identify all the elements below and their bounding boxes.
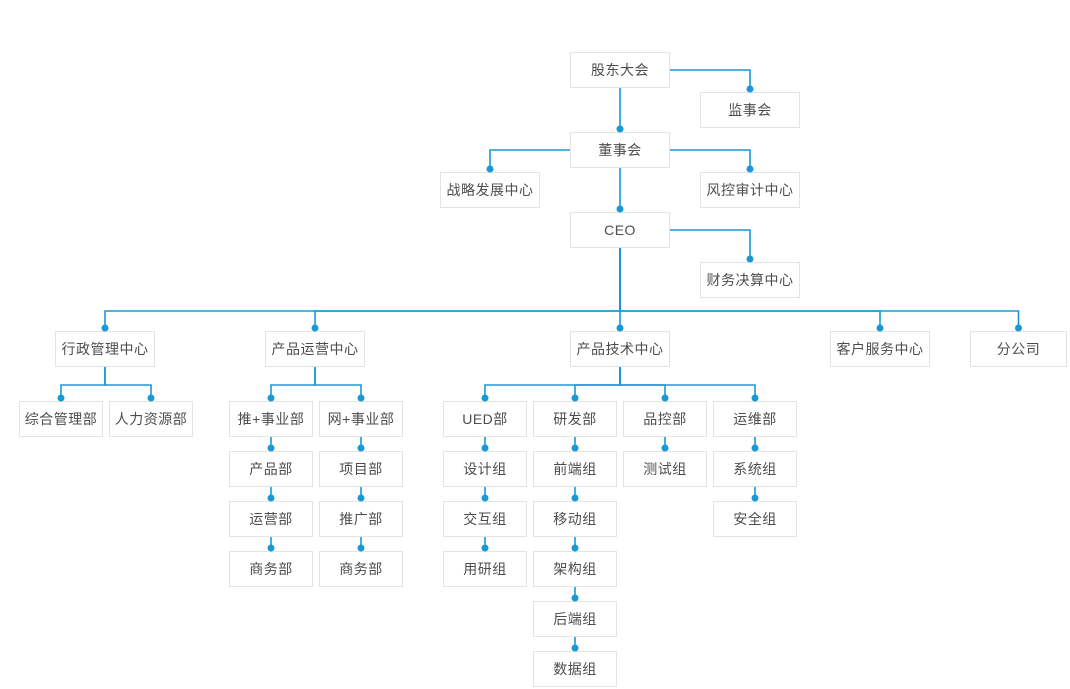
org-node-label: 品控部 <box>643 411 687 427</box>
org-node-label: CEO <box>604 222 636 238</box>
org-node-label: 财务决算中心 <box>706 272 794 288</box>
org-node-label: 研发部 <box>553 411 597 427</box>
edge-xingzheng-renli <box>104 367 152 398</box>
org-node-label: 风控审计中心 <box>706 182 794 198</box>
edge-gudong-jianshi <box>670 69 751 89</box>
org-node-label: 项目部 <box>339 461 383 477</box>
org-node-label: 客户服务中心 <box>836 341 924 357</box>
org-node-chanpin: 产品部 <box>229 451 313 487</box>
edge-xingzheng-zonghe <box>60 367 106 398</box>
edge-yunying-center-tui <box>270 367 316 398</box>
org-node-pinkong: 品控部 <box>623 401 707 437</box>
org-node-fengongsi: 分公司 <box>970 331 1067 367</box>
org-node-label: 推+事业部 <box>237 411 305 427</box>
org-node-shangwu1: 商务部 <box>229 551 313 587</box>
org-node-label: 系统组 <box>733 461 777 477</box>
org-node-ceshi: 测试组 <box>623 451 707 487</box>
org-node-kefu: 客户服务中心 <box>830 331 930 367</box>
org-node-label: 股东大会 <box>591 62 649 78</box>
edge-jishu-center-yunwei <box>619 367 756 398</box>
org-node-renli: 人力资源部 <box>109 401 193 437</box>
org-node-ceo: CEO <box>570 212 670 248</box>
org-node-label: 数据组 <box>553 661 597 677</box>
edge-jishu-center-pinkong <box>619 367 666 398</box>
org-node-label: 产品运营中心 <box>271 341 359 357</box>
org-node-tui: 推+事业部 <box>229 401 313 437</box>
edge-dongshi-fengkong <box>670 149 751 169</box>
org-node-label: 商务部 <box>249 561 293 577</box>
org-node-label: 运营部 <box>249 511 293 527</box>
org-node-label: 前端组 <box>553 461 597 477</box>
org-node-xiangmu: 项目部 <box>319 451 403 487</box>
org-node-label: 董事会 <box>598 142 642 158</box>
org-node-yunying-center: 产品运营中心 <box>265 331 365 367</box>
org-node-label: 运维部 <box>733 411 777 427</box>
org-node-ued: UED部 <box>443 401 527 437</box>
edge-ceo-fengongsi <box>619 248 1020 328</box>
org-node-sheji: 设计组 <box>443 451 527 487</box>
org-node-yidong: 移动组 <box>533 501 617 537</box>
org-node-label: 产品部 <box>249 461 293 477</box>
edge-dongshi-zhanlue <box>489 149 570 169</box>
org-node-xingzheng: 行政管理中心 <box>55 331 155 367</box>
org-node-label: UED部 <box>462 411 508 427</box>
org-node-tuiguang: 推广部 <box>319 501 403 537</box>
org-node-shangwu2: 商务部 <box>319 551 403 587</box>
org-node-jianshi: 监事会 <box>700 92 800 128</box>
org-node-label: 测试组 <box>643 461 687 477</box>
org-node-label: 监事会 <box>728 102 772 118</box>
org-node-label: 行政管理中心 <box>61 341 149 357</box>
org-node-yunwei: 运维部 <box>713 401 797 437</box>
edge-ceo-xingzheng <box>104 248 621 328</box>
org-node-jiaohu: 交互组 <box>443 501 527 537</box>
org-node-yunying: 运营部 <box>229 501 313 537</box>
edge-jishu-center-ued <box>484 367 621 398</box>
org-node-dongshi: 董事会 <box>570 132 670 168</box>
org-node-label: 网+事业部 <box>327 411 395 427</box>
org-node-qianduan: 前端组 <box>533 451 617 487</box>
org-node-label: 安全组 <box>733 511 777 527</box>
org-node-label: 人力资源部 <box>114 411 188 427</box>
org-node-label: 商务部 <box>339 561 383 577</box>
org-node-fengkong: 风控审计中心 <box>700 172 800 208</box>
org-node-yongyan: 用研组 <box>443 551 527 587</box>
org-node-label: 架构组 <box>553 561 597 577</box>
org-node-label: 设计组 <box>463 461 507 477</box>
org-node-label: 移动组 <box>553 511 597 527</box>
org-node-label: 交互组 <box>463 511 507 527</box>
org-node-label: 推广部 <box>339 511 383 527</box>
org-node-shuju: 数据组 <box>533 651 617 687</box>
org-node-yanfa: 研发部 <box>533 401 617 437</box>
org-node-label: 产品技术中心 <box>576 341 664 357</box>
org-node-anquan: 安全组 <box>713 501 797 537</box>
org-node-xitong: 系统组 <box>713 451 797 487</box>
org-node-label: 用研组 <box>463 561 507 577</box>
org-node-caiwu: 财务决算中心 <box>700 262 800 298</box>
edge-ceo-caiwu <box>670 229 751 259</box>
org-node-label: 后端组 <box>553 611 597 627</box>
org-node-zonghe: 综合管理部 <box>19 401 103 437</box>
org-node-jiagou: 架构组 <box>533 551 617 587</box>
org-node-label: 分公司 <box>996 341 1041 357</box>
edge-yunying-center-wang <box>314 367 362 398</box>
edge-ceo-yunying-center <box>314 248 621 328</box>
org-node-gudong: 股东大会 <box>570 52 670 88</box>
org-node-zhanlue: 战略发展中心 <box>440 172 540 208</box>
org-node-wang: 网+事业部 <box>319 401 403 437</box>
edge-jishu-center-yanfa <box>574 367 621 398</box>
org-node-houduan: 后端组 <box>533 601 617 637</box>
org-node-jishu-center: 产品技术中心 <box>570 331 670 367</box>
org-node-label: 战略发展中心 <box>446 182 534 198</box>
org-node-label: 综合管理部 <box>24 411 98 427</box>
